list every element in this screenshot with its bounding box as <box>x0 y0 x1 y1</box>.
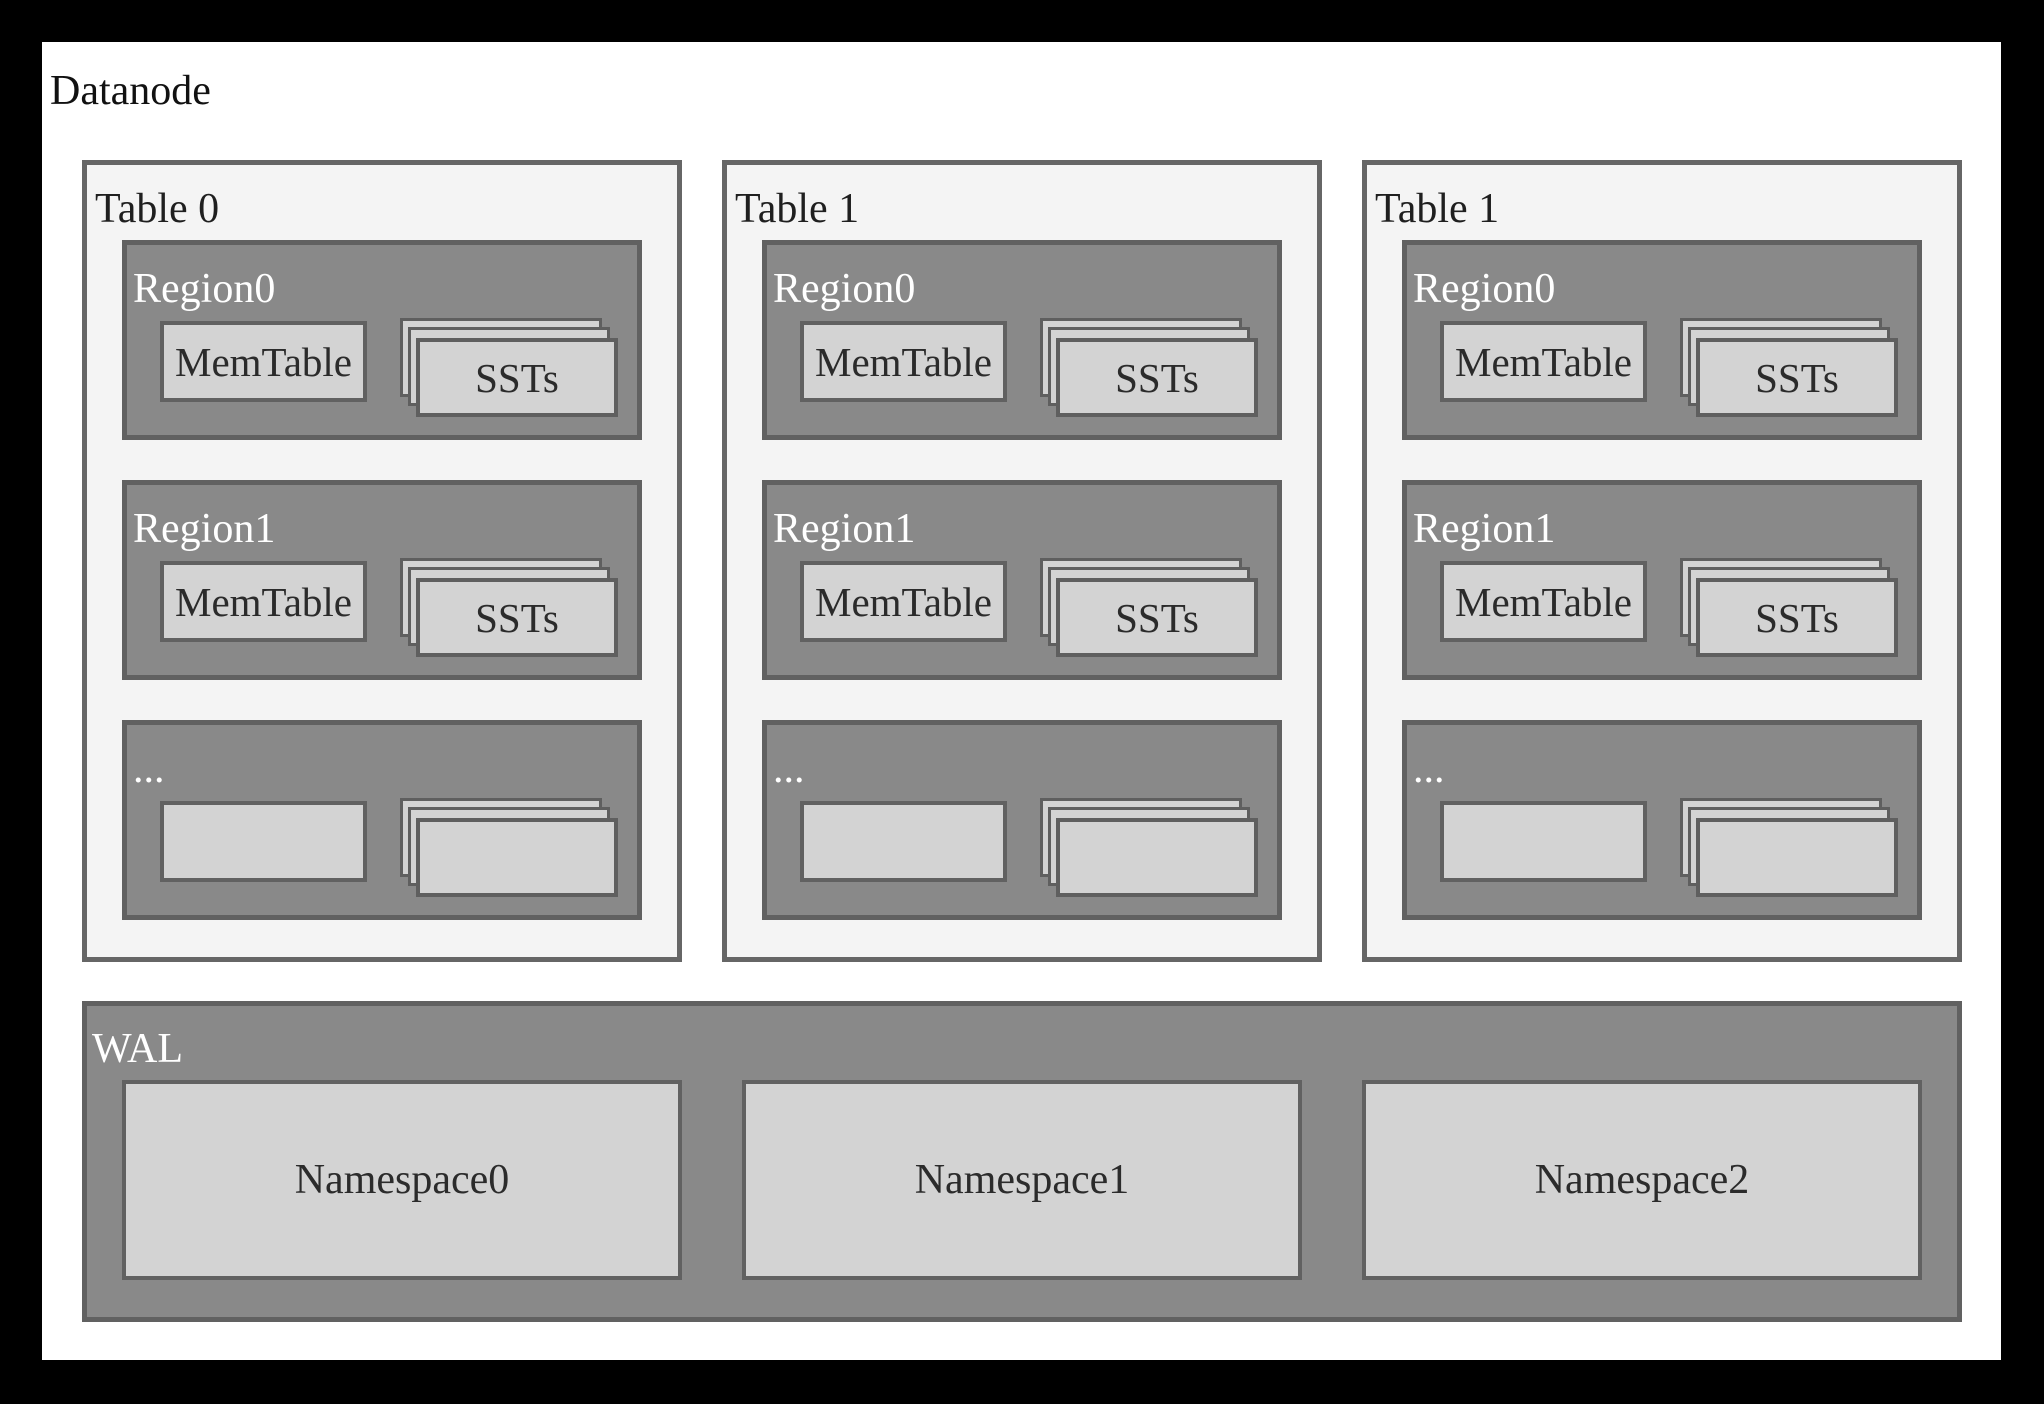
datanode-title: Datanode <box>50 68 211 114</box>
memtable-box: MemTable <box>160 561 367 642</box>
table-label: Table 0 <box>95 186 220 232</box>
ssts-stack <box>1040 798 1262 899</box>
ssts-front-box <box>1056 818 1258 897</box>
region-label: ... <box>773 746 805 792</box>
table-label: Table 1 <box>735 186 860 232</box>
region-label: Region0 <box>133 266 276 312</box>
ssts-front-box: SSTs <box>416 338 618 417</box>
ssts-front-box: SSTs <box>1696 338 1898 417</box>
region-box: Region1 MemTable SSTs <box>122 480 642 680</box>
namespace-box: Namespace0 <box>122 1080 682 1280</box>
datanode-panel: Datanode Table 0 Region0 MemTable SSTs R… <box>42 42 2001 1360</box>
ssts-front-box: SSTs <box>416 578 618 657</box>
ssts-front-box <box>416 818 618 897</box>
region-box: Region1 MemTable SSTs <box>1402 480 1922 680</box>
ssts-stack: SSTs <box>400 318 622 419</box>
ssts-stack: SSTs <box>1680 318 1902 419</box>
wal-box: WAL Namespace0 Namespace1 Namespace2 <box>82 1001 1962 1322</box>
table-box: Table 0 Region0 MemTable SSTs Region1 Me… <box>82 160 682 962</box>
ssts-stack: SSTs <box>1040 318 1262 419</box>
region-label: Region1 <box>133 506 276 552</box>
ssts-front-box: SSTs <box>1696 578 1898 657</box>
region-box: ... <box>1402 720 1922 920</box>
ssts-stack: SSTs <box>400 558 622 659</box>
region-label: ... <box>1413 746 1445 792</box>
ssts-stack: SSTs <box>1040 558 1262 659</box>
memtable-box <box>160 801 367 882</box>
table-label: Table 1 <box>1375 186 1500 232</box>
region-box: ... <box>762 720 1282 920</box>
ssts-stack <box>400 798 622 899</box>
region-box: Region0 MemTable SSTs <box>1402 240 1922 440</box>
memtable-box <box>800 801 1007 882</box>
memtable-box: MemTable <box>1440 561 1647 642</box>
wal-label: WAL <box>92 1026 183 1072</box>
ssts-stack: SSTs <box>1680 558 1902 659</box>
ssts-front-box: SSTs <box>1056 578 1258 657</box>
memtable-box: MemTable <box>1440 321 1647 402</box>
namespace-box: Namespace1 <box>742 1080 1302 1280</box>
region-box: Region0 MemTable SSTs <box>122 240 642 440</box>
ssts-stack <box>1680 798 1902 899</box>
region-label: Region0 <box>1413 266 1556 312</box>
memtable-box: MemTable <box>800 321 1007 402</box>
region-box: ... <box>122 720 642 920</box>
memtable-box: MemTable <box>800 561 1007 642</box>
region-box: Region0 MemTable SSTs <box>762 240 1282 440</box>
namespace-box: Namespace2 <box>1362 1080 1922 1280</box>
table-box: Table 1 Region0 MemTable SSTs Region1 Me… <box>722 160 1322 962</box>
memtable-box: MemTable <box>160 321 367 402</box>
region-label: Region0 <box>773 266 916 312</box>
ssts-front-box <box>1696 818 1898 897</box>
region-label: Region1 <box>773 506 916 552</box>
ssts-front-box: SSTs <box>1056 338 1258 417</box>
region-label: Region1 <box>1413 506 1556 552</box>
memtable-box <box>1440 801 1647 882</box>
table-box: Table 1 Region0 MemTable SSTs Region1 Me… <box>1362 160 1962 962</box>
region-label: ... <box>133 746 165 792</box>
region-box: Region1 MemTable SSTs <box>762 480 1282 680</box>
